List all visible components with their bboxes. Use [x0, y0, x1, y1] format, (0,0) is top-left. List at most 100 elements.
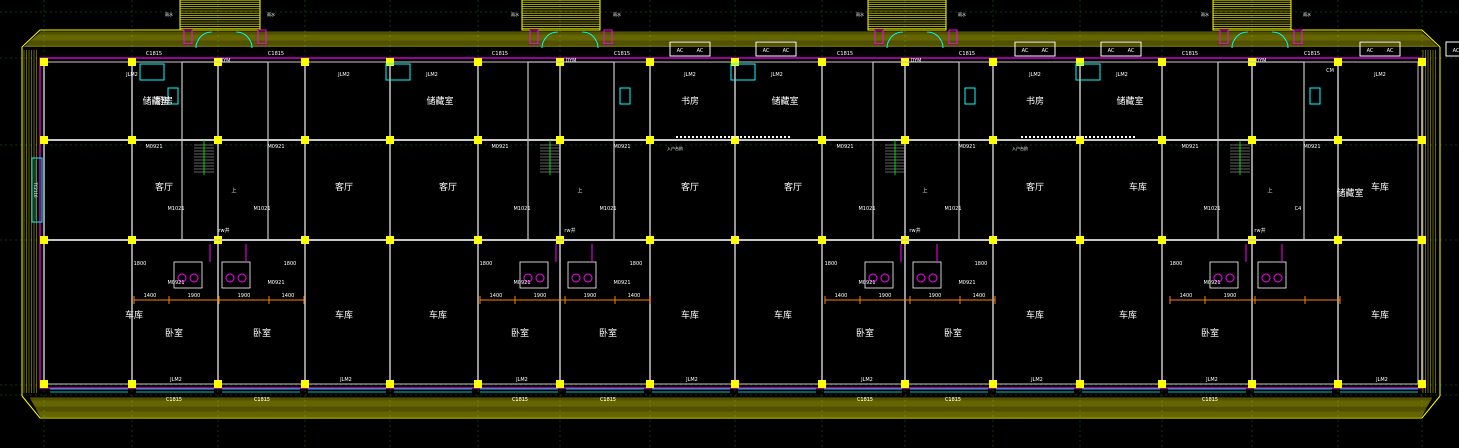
- window-label: C1815: [1182, 51, 1198, 57]
- jlm-label: JLM2: [339, 377, 352, 383]
- sink-fixture: [189, 273, 199, 283]
- sink-fixture: [237, 273, 247, 283]
- roof-eaves: [21, 0, 1441, 419]
- column: [731, 136, 739, 144]
- window-label: C1815: [614, 51, 630, 57]
- door-label: M0921: [267, 144, 284, 150]
- dimension-label: 1900: [238, 293, 251, 299]
- room-label-living: 客厅: [335, 181, 353, 193]
- stair-core: [181, 61, 269, 241]
- column: [40, 58, 48, 66]
- room-label-bedroom: 卧室: [511, 327, 529, 339]
- dimension-label: 1900: [584, 293, 597, 299]
- dimension-label: 1400: [144, 293, 157, 299]
- room-label-garage: 车库: [429, 309, 447, 321]
- building-outline: [31, 57, 1426, 393]
- window-label: C1815: [146, 51, 162, 57]
- column: [1418, 136, 1426, 144]
- door-swing: [1231, 31, 1249, 49]
- well-label: rw井: [909, 227, 920, 234]
- jlm-label: JLM2: [683, 72, 696, 78]
- column: [214, 380, 222, 388]
- column: [214, 136, 222, 144]
- rain-label: 雨水: [613, 11, 621, 17]
- rain-label: 雨水: [958, 11, 966, 17]
- column: [1158, 136, 1166, 144]
- window-label: C1815: [945, 397, 961, 403]
- rain-label: 雨水: [1201, 11, 1209, 17]
- dimension-label: 1900: [879, 293, 892, 299]
- unit-4: ACACACAC储藏室储藏室车库车库车库车库卧室DYMC1815C1815JLM…: [1075, 11, 1459, 403]
- stair-roof: [179, 0, 261, 31]
- room-label-garage: 车库: [681, 309, 699, 321]
- door-frame: [183, 29, 193, 45]
- column: [1334, 380, 1342, 388]
- window-label: C1815: [512, 397, 528, 403]
- room-label-living: 客厅: [439, 181, 457, 193]
- bath-fixture-box: [912, 261, 942, 289]
- fridge-fixture: [167, 87, 179, 105]
- sink-fixture: [583, 273, 593, 283]
- stair-roof: [867, 0, 947, 31]
- room-label-storage: 储藏室: [1116, 95, 1143, 107]
- room-label-living: 客厅: [681, 181, 699, 193]
- window-label: C1815: [600, 397, 616, 403]
- door-label: M1021: [253, 206, 270, 212]
- room-label-storage: 储藏室: [426, 95, 453, 107]
- door-label: M0921: [958, 280, 975, 286]
- column: [474, 136, 482, 144]
- door-frame: [603, 29, 613, 45]
- column: [646, 236, 654, 244]
- room-label-bedroom: 卧室: [253, 327, 271, 339]
- well-label: rw井: [1254, 227, 1265, 234]
- cabinet-fixture: [385, 63, 411, 81]
- stair-roof: [521, 0, 601, 31]
- column: [1334, 236, 1342, 244]
- room-label-garage: 车库: [1026, 309, 1044, 321]
- column: [731, 236, 739, 244]
- dimension-label: 1900: [1224, 293, 1237, 299]
- ac-unit: [1014, 41, 1056, 57]
- room-label-garage: 车库: [774, 309, 792, 321]
- column: [40, 236, 48, 244]
- dimension-label: 1900: [188, 293, 201, 299]
- stair-up-label: 上: [1267, 187, 1272, 194]
- toilet-fixture: [1261, 273, 1271, 283]
- stair-up-label: 上: [231, 187, 236, 194]
- window-label: C1815: [166, 397, 182, 403]
- window-label: C1815: [268, 51, 284, 57]
- door-label: M0921: [1303, 144, 1320, 150]
- bath-fixture-box: [221, 261, 251, 289]
- window-label: C1815: [492, 51, 508, 57]
- column: [128, 380, 136, 388]
- stair-door-label: DYM: [1256, 58, 1267, 64]
- room-label-garage: 车库: [1371, 309, 1389, 321]
- ac-label: AC: [1367, 48, 1374, 54]
- column: [474, 236, 482, 244]
- column: [1076, 58, 1084, 66]
- ac-label: AC: [1128, 48, 1135, 54]
- dimension-label: 1800: [480, 261, 493, 267]
- column: [1076, 380, 1084, 388]
- cabinet-fixture: [1075, 63, 1101, 81]
- column: [1158, 236, 1166, 244]
- column: [40, 136, 48, 144]
- sink-fixture: [1273, 273, 1283, 283]
- room-label-storage2: 储藏室: [1336, 187, 1363, 199]
- ac-label: AC: [783, 48, 790, 54]
- jlm-label: JLM2: [1115, 72, 1128, 78]
- door-frame: [874, 29, 884, 45]
- door-label: M1021: [599, 206, 616, 212]
- door-label: M0921: [167, 280, 184, 286]
- dimension-label: 1800: [825, 261, 838, 267]
- door-frame: [529, 29, 539, 45]
- window-label: C1815: [1304, 51, 1320, 57]
- column: [901, 380, 909, 388]
- door-label: M0921: [145, 144, 162, 150]
- rain-label: 雨水: [165, 11, 173, 17]
- well-label: rw井: [564, 227, 575, 234]
